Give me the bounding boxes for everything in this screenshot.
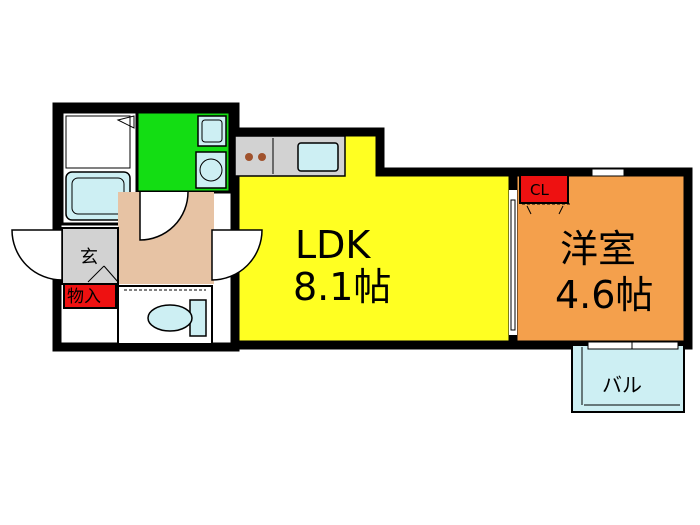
stove-burner-icon	[258, 153, 266, 161]
western-room	[508, 167, 693, 350]
sliding-door	[510, 199, 516, 331]
western-size: 4.6帖	[555, 273, 653, 317]
ldk-size: 8.1帖	[293, 265, 391, 309]
ldk-name: LDK	[295, 223, 371, 267]
bath-door	[139, 191, 189, 241]
washing-machine	[195, 151, 227, 189]
storage	[63, 283, 117, 309]
entrance	[61, 227, 119, 285]
ldk-door	[211, 229, 263, 281]
stove-burner-icon	[245, 153, 253, 161]
closet-label: CL	[530, 181, 549, 199]
kitchen-sink	[297, 142, 339, 172]
window	[587, 341, 679, 350]
window	[591, 168, 625, 177]
entrance-label: 玄	[80, 247, 98, 268]
balcony	[571, 344, 685, 413]
front-door	[11, 229, 63, 281]
western-name: 洋室	[560, 227, 636, 271]
toilet-bowl	[147, 304, 193, 332]
closet	[519, 174, 569, 204]
balcony-label: バル	[602, 373, 642, 397]
storage-label: 物入	[67, 287, 101, 307]
